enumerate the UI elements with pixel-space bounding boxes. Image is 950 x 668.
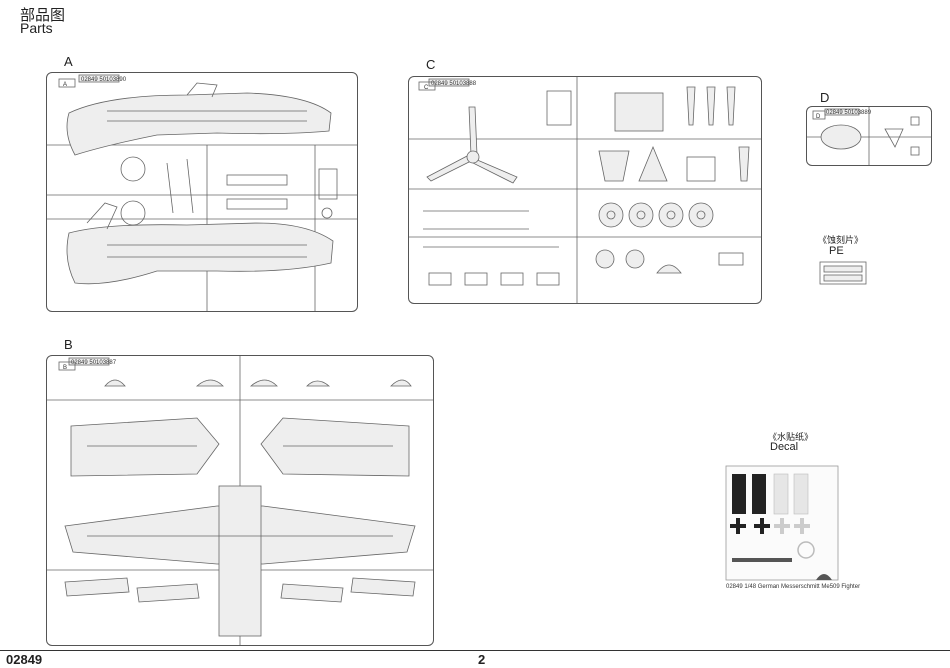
sprue-c-code: 02849 50103888 bbox=[431, 81, 477, 87]
sprue-b-code: 02849 50103887 bbox=[71, 360, 117, 366]
sprue-c-frame: 02849 50103888 C bbox=[408, 76, 762, 304]
pe-label: PE bbox=[829, 245, 844, 257]
sprue-d-tag: D bbox=[816, 114, 821, 120]
sprue-b-drawing: 02849 50103887 B bbox=[47, 356, 433, 645]
pe-fret bbox=[819, 261, 867, 285]
sprue-a-label: A bbox=[64, 54, 73, 69]
decal-label-chinese: 《水贴纸》 bbox=[768, 432, 814, 442]
footer-page-number: 2 bbox=[478, 652, 486, 667]
sprue-a-code: 02849 50103890 bbox=[81, 77, 127, 83]
footer-rule bbox=[0, 650, 950, 651]
sprue-d-label: D bbox=[820, 90, 830, 105]
footer-kit-number: 02849 bbox=[6, 652, 43, 667]
sprue-a-drawing: 02849 50103890 A bbox=[47, 74, 357, 311]
decal-caption: 02849 1/48 German Messerschmitt Me509 Fi… bbox=[726, 584, 860, 590]
decal-label: Decal bbox=[770, 441, 799, 453]
page-title: Parts bbox=[20, 20, 53, 36]
pe-label-chinese: 《蚀刻片》 bbox=[818, 235, 864, 245]
sprue-a-frame: 02849 50103890 A bbox=[46, 72, 358, 312]
sprue-d-code: 02849 50103889 bbox=[826, 110, 872, 116]
page-title-chinese: 部品图 bbox=[20, 7, 66, 24]
decal-sheet: 02849 1/48 German Messerschmitt Me509 Fi… bbox=[725, 465, 860, 590]
sprue-c-tag: C bbox=[424, 85, 429, 91]
sprue-c-label: C bbox=[426, 57, 436, 72]
sprue-b-label: B bbox=[64, 337, 73, 352]
sprue-c-drawing: 02849 50103888 C bbox=[409, 77, 761, 303]
sprue-b-frame: 02849 50103887 B bbox=[46, 355, 434, 646]
sprue-a-tag: A bbox=[63, 82, 67, 88]
sprue-b-tag: B bbox=[63, 365, 67, 371]
sprue-d-frame: 02849 50103889 D bbox=[806, 106, 932, 166]
sprue-d-drawing: 02849 50103889 D bbox=[807, 107, 931, 165]
